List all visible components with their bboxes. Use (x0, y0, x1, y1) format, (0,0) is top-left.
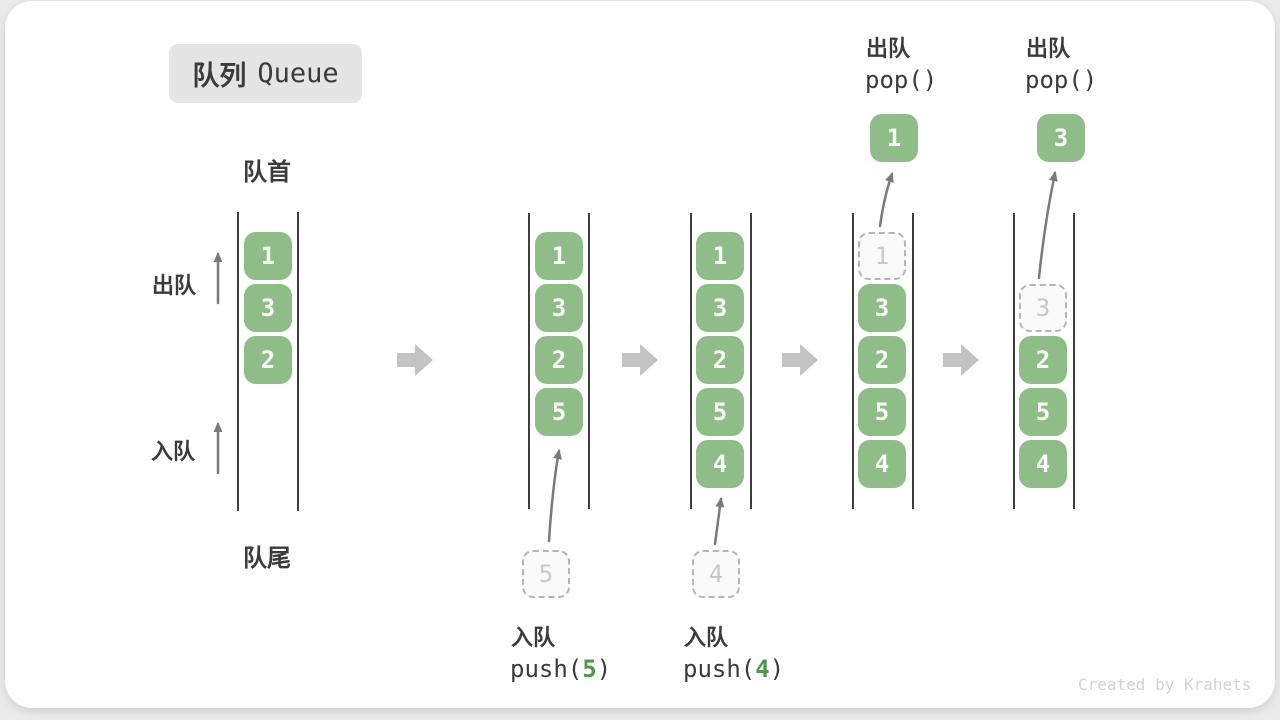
queue-wall-right (912, 213, 914, 509)
pending-item: 5 (522, 550, 570, 598)
code-close: ) (769, 655, 785, 683)
pop-op-code: pop() (865, 66, 938, 94)
queue-item: 4 (1019, 440, 1067, 488)
queue-item: 3 (696, 284, 744, 332)
queue-wall-right (588, 213, 590, 509)
queue-item: 5 (1019, 388, 1067, 436)
pending-item: 4 (692, 550, 740, 598)
label-dequeue-side: 出队 (152, 273, 197, 298)
queue-wall-left (237, 212, 239, 511)
ghost-item: 3 (1019, 284, 1067, 332)
queue-item: 1 (244, 232, 292, 280)
code-arg: 5 (582, 655, 597, 683)
queue-wall-left (1013, 213, 1015, 509)
queue-item: 2 (1019, 336, 1067, 384)
queue-item: 4 (858, 440, 906, 488)
queue-wall-right (1073, 213, 1075, 509)
queue-item: 4 (696, 440, 744, 488)
label-queue-front: 队首 (243, 159, 291, 186)
queue-item: 2 (696, 336, 744, 384)
queue-item: 2 (858, 336, 906, 384)
queue-item: 3 (858, 284, 906, 332)
code-fn: push( (510, 655, 583, 683)
queue-wall-right (750, 213, 752, 509)
queue-item: 3 (244, 284, 292, 332)
queue-item: 1 (696, 232, 744, 280)
queue-wall-right (297, 212, 299, 511)
code-fn: push( (683, 655, 756, 683)
diagram-card (5, 1, 1275, 708)
label-enqueue-side: 入队 (151, 439, 196, 464)
queue-item: 2 (535, 336, 583, 384)
title-zh: 队列 (192, 61, 247, 91)
ghost-item: 1 (858, 232, 906, 280)
queue-item: 2 (244, 336, 292, 384)
push-op-code: push(5) (510, 655, 611, 683)
watermark: Created by Krahets (1078, 675, 1252, 694)
enqueue-op-label: 入队 (511, 625, 556, 650)
queue-item: 5 (696, 388, 744, 436)
pop-op-code: pop() (1025, 66, 1098, 94)
queue-item: 3 (535, 284, 583, 332)
push-op-code: push(4) (683, 655, 784, 683)
queue-item: 5 (858, 388, 906, 436)
queue-wall-left (528, 213, 530, 509)
title-badge: 队列 Queue (169, 44, 362, 103)
queue-wall-left (690, 213, 692, 509)
popped-item: 1 (870, 114, 918, 162)
queue-wall-left (852, 213, 854, 509)
label-queue-rear: 队尾 (243, 545, 291, 572)
title-en: Queue (257, 58, 339, 89)
code-close: ) (596, 655, 612, 683)
code-arg: 4 (755, 655, 770, 683)
dequeue-op-label: 出队 (1026, 36, 1071, 61)
popped-item: 3 (1037, 114, 1085, 162)
queue-item: 1 (535, 232, 583, 280)
dequeue-op-label: 出队 (866, 36, 911, 61)
enqueue-op-label: 入队 (684, 625, 729, 650)
queue-item: 5 (535, 388, 583, 436)
